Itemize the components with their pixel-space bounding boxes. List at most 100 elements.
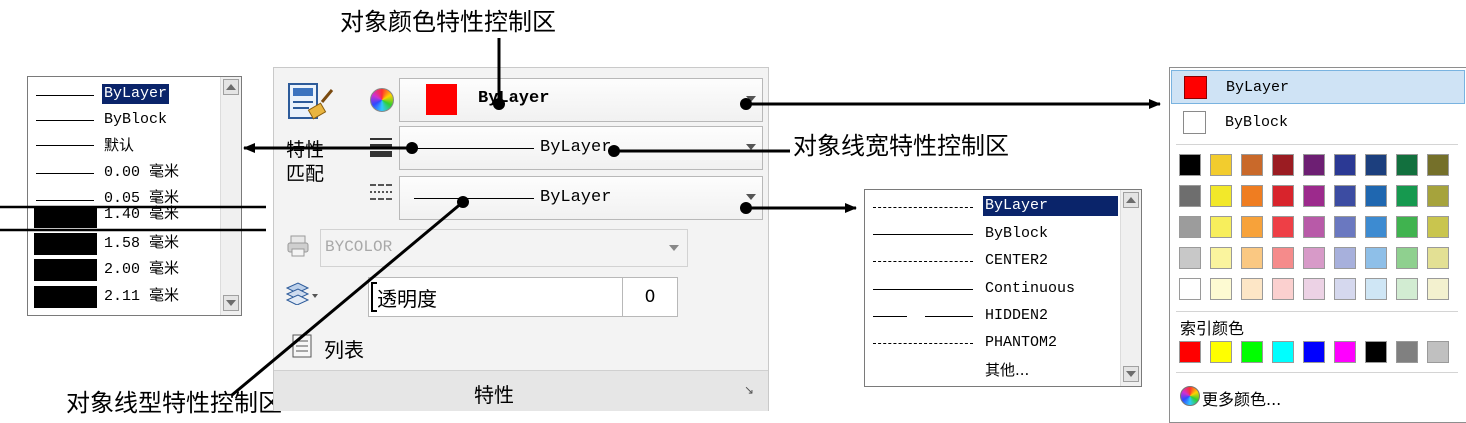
linetype-combo[interactable]: ByLayer (399, 176, 763, 220)
color-dropdown-list: ByLayer ByBlock 索引颜色 更多颜色... (1169, 67, 1466, 423)
color-item-byblock[interactable]: ByBlock (1171, 106, 1463, 138)
dialog-launcher-icon[interactable]: ↘ (744, 383, 755, 397)
chevron-down-icon[interactable] (746, 96, 756, 102)
color-swatch[interactable] (1396, 278, 1418, 300)
lineweight-scrollbar[interactable] (220, 77, 241, 315)
color-swatch[interactable] (1396, 154, 1418, 176)
index-color-swatch[interactable] (1272, 341, 1294, 363)
scroll-down-arrow-icon[interactable] (1123, 366, 1139, 382)
layers-transparency-icon[interactable] (284, 281, 310, 305)
color-swatch[interactable] (1210, 185, 1232, 207)
color-swatch[interactable] (1272, 216, 1294, 238)
color-swatch[interactable] (1365, 278, 1387, 300)
color-swatch[interactable] (1334, 154, 1356, 176)
color-swatch[interactable] (1210, 247, 1232, 269)
index-color-row (1170, 68, 1466, 368)
linetype-scrollbar[interactable] (1120, 190, 1141, 386)
index-color-swatch[interactable] (1365, 341, 1387, 363)
transparency-value-input[interactable]: 0 (622, 277, 678, 317)
lineweight-item-000[interactable]: 0.00 毫米 (104, 164, 180, 181)
lineweight-item-140[interactable]: 1.40 毫米 (104, 206, 180, 223)
color-swatch[interactable] (1427, 185, 1449, 207)
chevron-down-icon[interactable] (669, 245, 679, 251)
color-wheel-icon (370, 88, 394, 112)
color-swatch[interactable] (1396, 247, 1418, 269)
color-swatch[interactable] (1241, 185, 1263, 207)
index-color-swatch[interactable] (1210, 341, 1232, 363)
color-swatch[interactable] (1210, 216, 1232, 238)
color-combo[interactable]: ByLayer (399, 78, 763, 122)
lineweight-item-byblock[interactable]: ByBlock (104, 111, 168, 128)
more-colors-label: 更多颜色... (1202, 390, 1282, 409)
color-swatch[interactable] (1210, 154, 1232, 176)
color-swatch[interactable] (1179, 247, 1201, 269)
color-swatch[interactable] (1272, 278, 1294, 300)
lineweight-combo[interactable]: ByLayer (399, 126, 763, 170)
color-item-bylayer[interactable]: ByLayer (1171, 70, 1465, 104)
lineweight-item-bylayer[interactable]: ByLayer (102, 84, 170, 104)
match-properties-button[interactable]: 特性 匹配 (282, 78, 344, 218)
linetype-item-continuous[interactable]: Continuous (985, 280, 1076, 297)
color-swatch[interactable] (1396, 185, 1418, 207)
properties-panel: 特性 匹配 ByLayer ByLayer ByLayer BYCOLOR (273, 67, 769, 411)
color-swatch[interactable] (1241, 216, 1263, 238)
color-swatch[interactable] (1365, 185, 1387, 207)
index-color-swatch[interactable] (1179, 341, 1201, 363)
color-swatch[interactable] (1210, 278, 1232, 300)
index-color-swatch[interactable] (1241, 341, 1263, 363)
index-color-swatch[interactable] (1427, 341, 1449, 363)
color-swatch[interactable] (1303, 247, 1325, 269)
scroll-up-arrow-icon[interactable] (1123, 192, 1139, 208)
color-swatch[interactable] (1427, 154, 1449, 176)
color-swatch[interactable] (1179, 216, 1201, 238)
color-swatch[interactable] (1427, 216, 1449, 238)
color-swatch[interactable] (1365, 216, 1387, 238)
color-swatch[interactable] (1427, 278, 1449, 300)
color-swatch[interactable] (1179, 185, 1201, 207)
scroll-down-arrow-icon[interactable] (223, 295, 239, 311)
color-swatch[interactable] (1241, 247, 1263, 269)
index-color-swatch[interactable] (1303, 341, 1325, 363)
color-swatch[interactable] (1241, 278, 1263, 300)
color-swatch[interactable] (1365, 154, 1387, 176)
list-button[interactable]: 列表 (324, 338, 364, 362)
color-swatch[interactable] (1272, 247, 1294, 269)
chevron-down-icon[interactable] (746, 144, 756, 150)
scroll-up-arrow-icon[interactable] (223, 79, 239, 95)
linetype-combo-value: ByLayer (540, 188, 612, 207)
index-color-swatch[interactable] (1396, 341, 1418, 363)
linetype-item-other[interactable]: 其他... (985, 361, 1030, 379)
lineweight-item-211[interactable]: 2.11 毫米 (104, 288, 180, 305)
linetype-item-bylayer[interactable]: ByLayer (983, 196, 1118, 216)
plotstyle-combo[interactable]: BYCOLOR (320, 229, 688, 267)
color-swatch[interactable] (1272, 154, 1294, 176)
linetype-item-center2[interactable]: CENTER2 (985, 252, 1049, 269)
color-swatch[interactable] (1272, 185, 1294, 207)
color-swatch[interactable] (1241, 154, 1263, 176)
color-swatch[interactable] (1334, 278, 1356, 300)
color-swatch[interactable] (1303, 278, 1325, 300)
linetype-icon (370, 181, 392, 203)
linetype-item-hidden2[interactable]: HIDDEN2 (985, 307, 1049, 324)
linetype-item-byblock[interactable]: ByBlock (985, 225, 1049, 242)
color-swatch[interactable] (1365, 247, 1387, 269)
color-swatch[interactable] (1334, 185, 1356, 207)
color-swatch[interactable] (1179, 154, 1201, 176)
color-swatch[interactable] (1334, 247, 1356, 269)
lineweight-thick-bar (34, 259, 97, 281)
linetype-item-phantom2[interactable]: PHANTOM2 (985, 334, 1058, 351)
lineweight-item-158[interactable]: 1.58 毫米 (104, 235, 180, 252)
chevron-down-icon[interactable] (746, 194, 756, 200)
lineweight-item-005[interactable]: 0.05 毫米 (104, 190, 180, 207)
color-swatch[interactable] (1303, 185, 1325, 207)
index-color-swatch[interactable] (1334, 341, 1356, 363)
color-swatch[interactable] (1303, 216, 1325, 238)
color-swatch[interactable] (1179, 278, 1201, 300)
color-swatch[interactable] (1334, 216, 1356, 238)
lineweight-item-200[interactable]: 2.00 毫米 (104, 261, 180, 278)
chevron-down-icon[interactable] (312, 294, 318, 298)
color-swatch[interactable] (1396, 216, 1418, 238)
color-swatch[interactable] (1427, 247, 1449, 269)
color-swatch[interactable] (1303, 154, 1325, 176)
lineweight-item-default[interactable]: 默认 (104, 136, 135, 154)
